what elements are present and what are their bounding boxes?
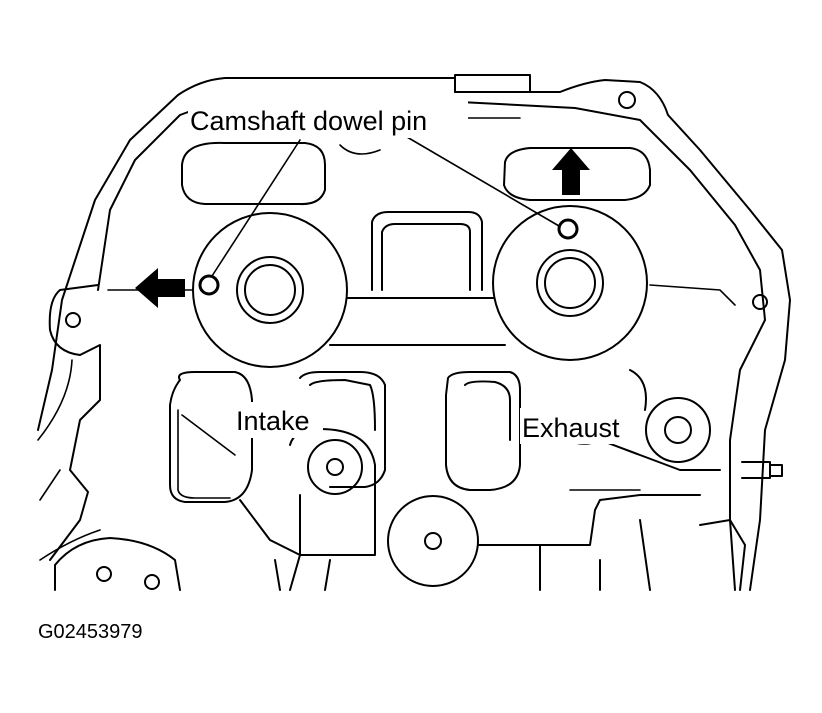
left-top-recess xyxy=(181,141,326,206)
right-stud xyxy=(741,461,783,479)
figure-code: G02453979 xyxy=(38,621,143,643)
camshaft-label-bg xyxy=(188,100,468,138)
lower-center-frame xyxy=(477,494,701,591)
port-outline-1-inner xyxy=(177,409,236,499)
exhaust-label: Exhaust xyxy=(522,413,620,443)
lower-left-hole-2 xyxy=(144,574,160,590)
right-camshaft-disc xyxy=(492,205,648,361)
left-camshaft-bore-outer xyxy=(236,256,304,324)
intake-valve-base xyxy=(239,499,331,591)
intake-valve-bracket xyxy=(289,428,376,556)
exhaust-label-bg xyxy=(520,408,638,444)
right-bolt-hole xyxy=(752,294,768,310)
lower-center-hole xyxy=(424,532,442,550)
port-outline-3-inner xyxy=(464,380,511,441)
left-flange xyxy=(48,284,101,561)
intake-label-bg xyxy=(233,402,323,438)
left-camshaft-disc xyxy=(192,212,348,368)
port-outline-4 xyxy=(599,369,721,471)
left-bolt-hole xyxy=(65,312,81,328)
right-dowel-pin xyxy=(557,218,579,240)
left-dowel-pin xyxy=(198,274,220,296)
intake-valve-hole xyxy=(326,458,344,476)
left-lower-contour xyxy=(37,359,101,561)
head-outline xyxy=(37,77,791,591)
port-outline-3 xyxy=(445,371,521,491)
exhaust-boss xyxy=(645,397,711,463)
arrow-left-icon xyxy=(135,268,185,308)
port-outline-1 xyxy=(169,371,253,503)
center-pocket xyxy=(371,211,483,291)
leader-line-right xyxy=(394,129,560,227)
exhaust-boss-hole xyxy=(664,416,692,444)
center-pocket-inner xyxy=(381,223,471,291)
left-camshaft-bore-inner xyxy=(244,264,296,316)
right-camshaft-bore-outer xyxy=(536,249,604,317)
right-camshaft-bore-inner xyxy=(544,257,596,309)
center-top-notch xyxy=(339,144,381,155)
right-lower-frame xyxy=(699,519,746,591)
bearing-line-right xyxy=(649,284,736,306)
lower-left-boss xyxy=(54,537,181,591)
camshaft-dowel-pin-label: Camshaft dowel pin xyxy=(190,106,427,136)
arrow-up-icon xyxy=(552,148,590,195)
lower-left-hole-1 xyxy=(96,566,112,582)
top-tab xyxy=(454,74,531,93)
intake-valve-boss xyxy=(307,439,363,495)
lower-center-boss xyxy=(387,495,479,587)
right-top-recess xyxy=(503,147,651,201)
head-inner-outline xyxy=(97,101,766,591)
top-bolt-hole xyxy=(618,91,636,109)
intake-label: Intake xyxy=(236,406,310,436)
port-outline-2 xyxy=(299,371,386,488)
port-outline-2-inner xyxy=(309,379,376,431)
leader-line-left xyxy=(211,139,301,277)
